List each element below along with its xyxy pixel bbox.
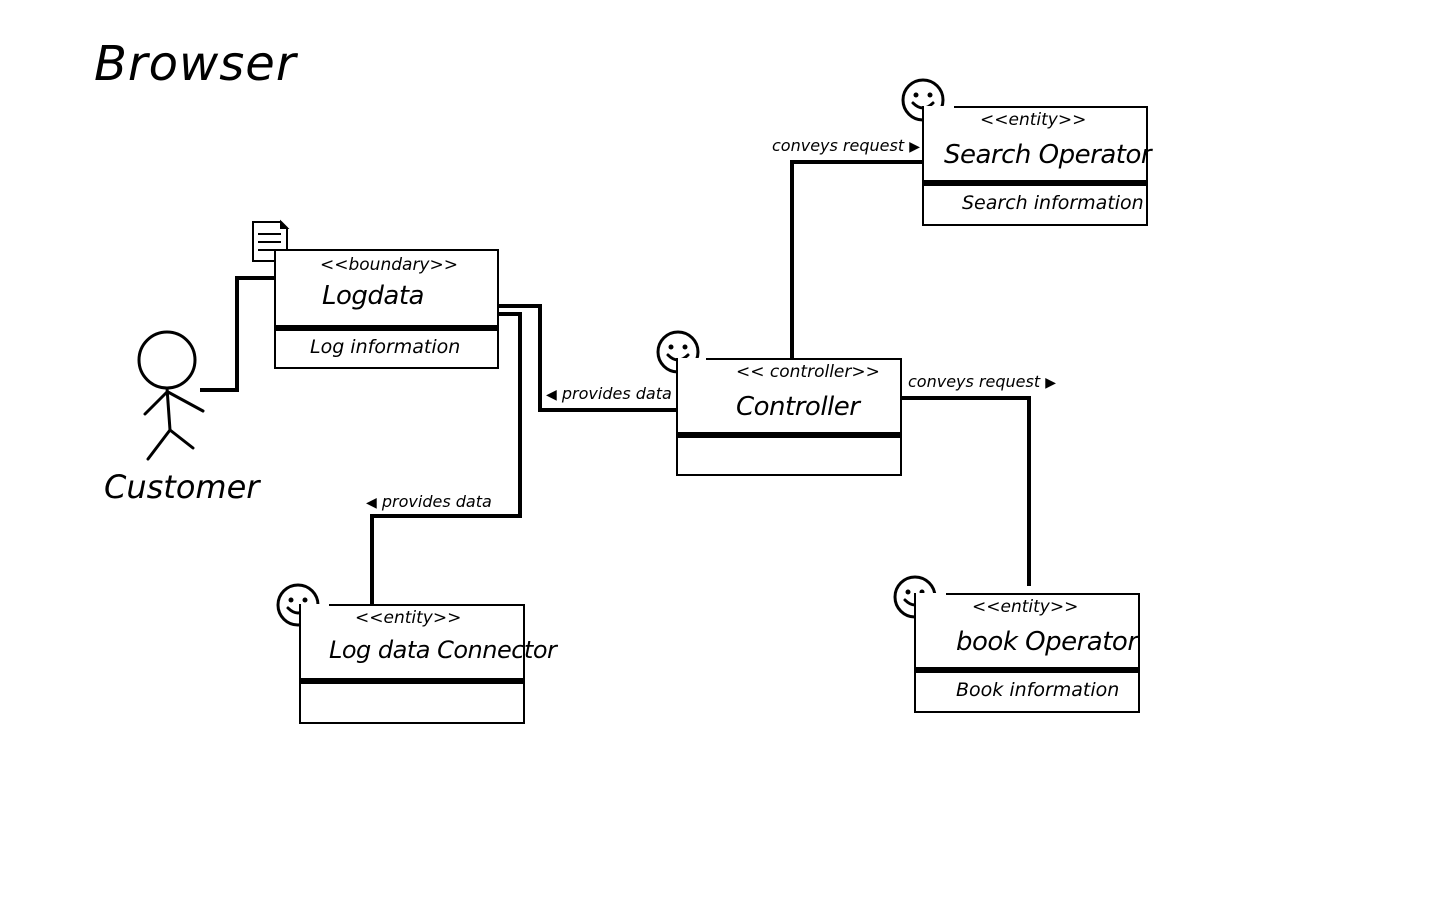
stick-figure-icon [137,330,205,461]
class-attribute: Book information [956,679,1120,701]
association-logdata-controller [498,304,676,412]
class-name: Search Operator [944,140,1152,170]
stereotype-label: <<boundary>> [320,255,458,275]
class-search-operator[interactable]: <<entity>> Search Operator Search inform… [922,106,1152,226]
arrow-left-icon: ◀ [546,387,557,403]
association-customer-logdata [200,276,276,392]
arrow-left-icon: ◀ [366,495,377,511]
class-book-operator[interactable]: <<entity>> book Operator Book informatio… [914,593,1140,713]
class-name: book Operator [956,627,1138,657]
class-name: Logdata [322,281,424,311]
class-logdata-connector[interactable]: <<entity>> Log data Connector [299,604,557,724]
actor-label-customer: Customer [104,468,260,506]
class-name: Log data Connector [329,636,557,664]
association-label-controller-logdata: ◀ provides data [546,384,672,403]
association-controller-book [900,396,1031,586]
stereotype-label: <<entity>> [980,110,1087,130]
class-attribute: Search information [962,192,1144,214]
arrow-right-icon: ▶ [909,139,920,155]
class-controller[interactable]: << controller>> Controller [676,358,902,476]
diagram-title: Browser [94,36,297,92]
association-label-controller-search: conveys request ▶ [772,136,920,155]
stereotype-label: <<entity>> [355,608,462,628]
association-controller-search [790,160,924,359]
association-label-connector-logdata: ◀ provides data [366,492,492,511]
class-logdata[interactable]: <<boundary>> Logdata Log information [274,249,499,369]
class-name: Controller [736,392,860,422]
stereotype-label: <<entity>> [972,597,1079,617]
association-label-controller-book: conveys request ▶ [908,372,1056,391]
arrow-right-icon: ▶ [1045,375,1056,391]
association-logdata-connector [370,312,522,606]
stereotype-label: << controller>> [736,362,880,382]
class-attribute: Log information [310,336,461,358]
